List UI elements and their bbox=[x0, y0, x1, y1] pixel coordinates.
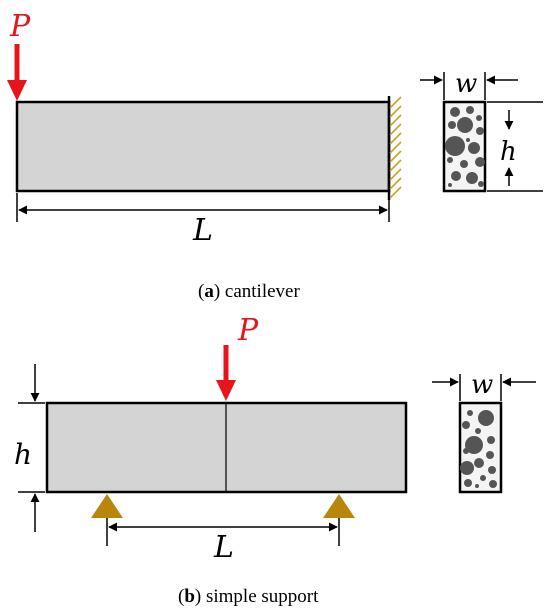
section-a-aggregate-particle bbox=[460, 160, 468, 168]
panel-a-cantilever: P L w h bbox=[7, 9, 543, 302]
panel-b-simple-support: P L h w bbox=[14, 313, 536, 607]
section-a-aggregate-particle bbox=[466, 106, 474, 114]
caption-a: (a) cantilever bbox=[198, 281, 300, 302]
length-label-b: L bbox=[213, 530, 234, 565]
load-arrow-a bbox=[7, 44, 27, 101]
hatch-line bbox=[389, 150, 402, 163]
length-dimension-b bbox=[106, 518, 340, 546]
left-support-triangle-icon bbox=[91, 494, 123, 518]
length-label-a: L bbox=[192, 213, 213, 248]
width-label-b: w bbox=[471, 370, 493, 400]
section-a-aggregate-particle bbox=[476, 115, 482, 121]
section-a-aggregate-particle bbox=[466, 172, 478, 184]
section-b-aggregate-particle bbox=[480, 475, 486, 481]
section-b-aggregate-particle bbox=[478, 410, 494, 426]
section-a-aggregate-particle bbox=[448, 183, 452, 187]
load-arrow-b bbox=[216, 345, 236, 401]
section-b-aggregate-particle bbox=[475, 484, 479, 488]
section-b-aggregate-particle bbox=[464, 479, 472, 487]
cross-section-a bbox=[420, 72, 543, 193]
width-label-a: w bbox=[455, 69, 477, 99]
section-b-aggregate-particle bbox=[462, 421, 470, 429]
section-b-aggregate-particle bbox=[460, 461, 474, 475]
caption-b-text: simple support bbox=[206, 586, 319, 607]
load-label-a: P bbox=[9, 9, 31, 44]
hatch-line bbox=[389, 168, 402, 181]
fixed-wall-hatch-icon bbox=[387, 96, 402, 200]
hatch-line bbox=[389, 105, 402, 118]
length-dimension-a bbox=[16, 193, 390, 222]
hatch-line bbox=[389, 141, 402, 154]
hatch-line bbox=[389, 96, 402, 109]
section-a-aggregate-particle bbox=[445, 136, 465, 156]
hatch-line bbox=[389, 132, 402, 145]
cantilever-beam bbox=[15, 100, 391, 193]
section-b-aggregate-particle bbox=[463, 448, 469, 454]
right-support-triangle-icon bbox=[323, 494, 355, 518]
section-b-aggregate-particle bbox=[467, 410, 473, 416]
height-label-a: h bbox=[500, 137, 517, 167]
section-b-aggregate-particle bbox=[475, 428, 481, 434]
section-b-aggregate-particle bbox=[486, 451, 494, 459]
load-label-b: P bbox=[237, 313, 259, 348]
height-label-b: h bbox=[14, 438, 32, 471]
cross-section-b bbox=[432, 374, 536, 494]
caption-b-letter: b bbox=[184, 586, 195, 607]
section-a-aggregate-particle bbox=[457, 117, 473, 133]
section-a-aggregate-particle bbox=[451, 171, 461, 181]
section-a-aggregate-particle bbox=[448, 121, 456, 129]
section-a-aggregate-particle bbox=[450, 107, 460, 117]
hatch-line bbox=[389, 123, 402, 136]
height-dimension-b bbox=[18, 364, 45, 532]
hatch-line bbox=[389, 186, 402, 199]
section-a-aggregate-particle bbox=[447, 157, 453, 163]
section-b-aggregate-particle bbox=[465, 436, 483, 454]
section-a-aggregate-particle bbox=[475, 157, 485, 167]
section-a-aggregate-particle bbox=[476, 127, 484, 135]
hatch-line bbox=[389, 177, 402, 190]
hatch-line bbox=[389, 114, 402, 127]
section-b-aggregate-particle bbox=[488, 466, 496, 474]
caption-a-text: cantilever bbox=[225, 281, 301, 302]
section-b-aggregate-particle bbox=[487, 436, 495, 444]
section-a-aggregate-particle bbox=[478, 181, 484, 187]
section-b-aggregate-particle bbox=[489, 480, 497, 488]
hatch-line bbox=[389, 159, 402, 172]
section-a-aggregate-particle bbox=[468, 142, 480, 154]
caption-a-letter: a bbox=[204, 281, 214, 302]
section-b-aggregate-particle bbox=[474, 458, 484, 468]
caption-b: (b) simple support bbox=[178, 586, 319, 607]
section-a-aggregate-particle bbox=[466, 138, 470, 142]
